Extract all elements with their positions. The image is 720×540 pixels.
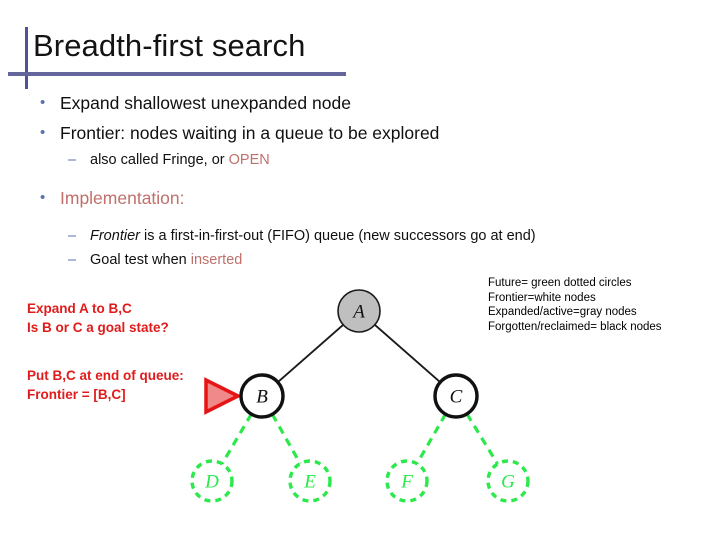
legend: Future= green dotted circles Frontier=wh… [488, 276, 662, 334]
tree-node-circle [486, 459, 530, 503]
tree-node-group: A B C D E F G [190, 289, 530, 503]
annotation-expand-line1: Expand A to B,C [27, 301, 132, 316]
bullet-frontier-definition: • Frontier: nodes waiting in a queue to … [28, 118, 688, 148]
tree-node-g[interactable]: G [486, 459, 530, 503]
tree-node-d[interactable]: D [190, 459, 234, 503]
tree-edge-a-b [277, 324, 344, 383]
tree-edge-b-d [220, 413, 253, 465]
tree-node-circle [190, 459, 234, 503]
bullet-expand-shallowest: • Expand shallowest unexpanded node [28, 88, 688, 118]
tree-node-label: C [450, 387, 463, 408]
tree-edge-a-c [374, 324, 441, 383]
bullet-implementation: • Implementation: [28, 183, 688, 213]
tree-node-circle [433, 373, 479, 419]
tree-node-circle [337, 289, 381, 333]
bullet-marker-icon: • [40, 124, 46, 141]
tree-edge-group [220, 324, 499, 465]
legend-line-frontier: Frontier=white nodes [488, 291, 596, 304]
tree-node-a[interactable]: A [337, 289, 381, 333]
annotation-queue-line2: Frontier = [B,C] [27, 386, 126, 402]
dash-marker-icon: – [68, 228, 77, 244]
bullet-text: Frontier: nodes waiting in a queue to be… [60, 123, 440, 143]
tree-node-c[interactable]: C [433, 373, 479, 419]
dash-marker-icon: – [68, 252, 77, 268]
annotation-queue: Put B,C at end of queue: Frontier = [B,C… [27, 367, 184, 404]
tree-node-b[interactable]: B [239, 373, 285, 419]
bullet-list: • Expand shallowest unexpanded node • Fr… [28, 88, 688, 272]
legend-line-future: Future= green dotted circles [488, 277, 632, 289]
annotation-queue-line1: Put B,C at end of queue: [27, 368, 184, 383]
tree-node-e[interactable]: E [288, 459, 332, 503]
tree-node-label: D [204, 472, 219, 493]
search-tree-diagram: A B C D E F G [180, 280, 560, 515]
annotation-expand-line2: Is B or C a goal state? [27, 319, 169, 335]
bullet-accent-open: OPEN [228, 152, 270, 168]
tree-node-label: B [256, 387, 268, 408]
page-title: Breadth-first search [33, 28, 306, 63]
tree-node-circle [288, 459, 332, 503]
bullet-goal-test: – Goal test when inserted [28, 248, 688, 272]
tree-node-label: G [501, 472, 515, 493]
bullet-fifo-queue: – Frontier is a first-in-first-out (FIFO… [28, 224, 688, 248]
bullet-text: is a first-in-first-out (FIFO) queue (ne… [139, 228, 536, 244]
tree-node-circle [385, 459, 429, 503]
tree-node-f[interactable]: F [385, 459, 429, 503]
bullet-text: also called Fringe, or [90, 152, 229, 168]
title-horizontal-rule [8, 72, 346, 76]
tree-edge-b-e [270, 413, 302, 465]
dash-marker-icon: – [68, 152, 77, 168]
tree-node-circle [239, 373, 285, 419]
bullet-marker-icon: • [40, 94, 46, 111]
tree-edge-c-g [465, 413, 499, 465]
bullet-italic-frontier: Frontier [90, 228, 140, 244]
bullet-also-called-fringe: – also called Fringe, or OPEN [28, 148, 688, 172]
legend-line-forgotten: Forgotten/reclaimed= black nodes [488, 320, 662, 333]
title-vertical-rule [25, 27, 28, 89]
bullet-text: Goal test when [90, 252, 191, 268]
bullet-text: Expand shallowest unexpanded node [60, 93, 351, 113]
annotation-expand: Expand A to B,C Is B or C a goal state? [27, 300, 169, 337]
tree-node-label: A [351, 302, 365, 323]
bullet-accent-inserted: inserted [190, 252, 243, 268]
legend-line-expanded: Expanded/active=gray nodes [488, 306, 637, 318]
bullet-marker-icon: • [40, 189, 46, 206]
pointer-triangle-icon [204, 377, 242, 415]
bullet-text: Implementation: [60, 188, 185, 208]
tree-node-label: E [303, 472, 316, 493]
frontier-pointer-icon [204, 377, 242, 415]
tree-edge-c-f [415, 413, 447, 465]
tree-node-label: F [400, 472, 413, 493]
